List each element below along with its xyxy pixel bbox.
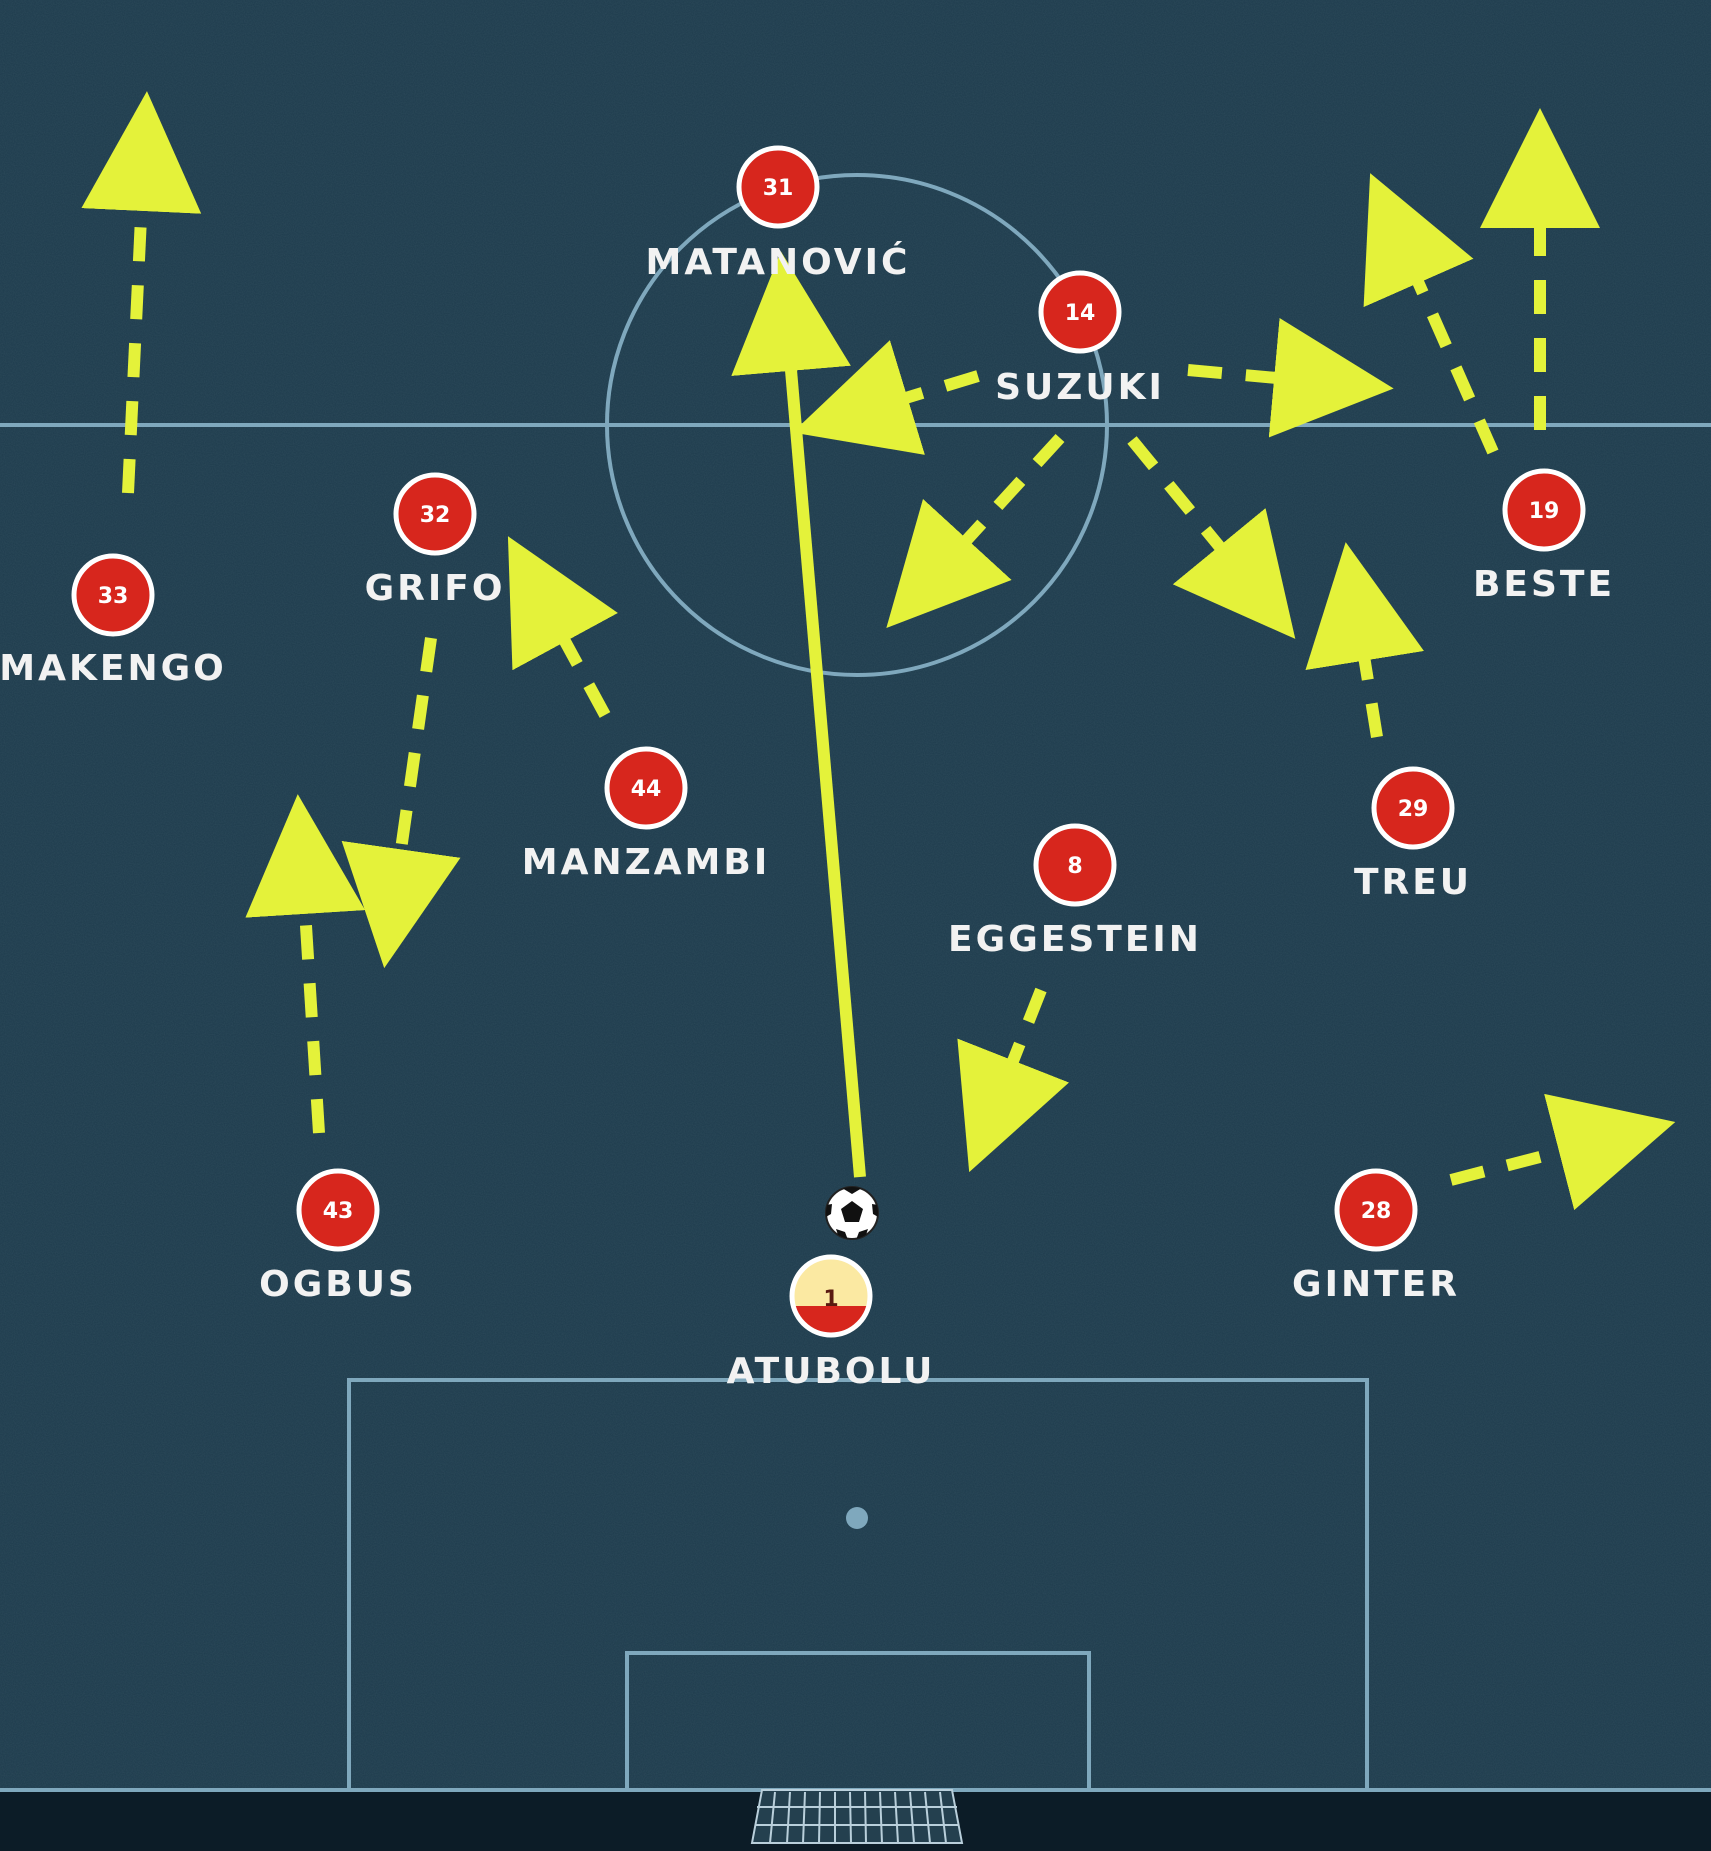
player-name: MATANOVIĆ bbox=[646, 241, 911, 283]
player-name: TREU bbox=[1354, 862, 1472, 903]
player-number: 32 bbox=[420, 503, 451, 528]
beste-run-diagonal-arrow bbox=[1363, 173, 1499, 455]
player-name: GRIFO bbox=[365, 568, 506, 609]
player-name: GINTER bbox=[1292, 1264, 1460, 1305]
player-number: 33 bbox=[98, 584, 129, 609]
player-beste[interactable]: 19 BESTE bbox=[1473, 468, 1615, 605]
soccer-ball-icon bbox=[825, 1186, 879, 1240]
center-circle bbox=[605, 173, 1109, 677]
player-name: EGGESTEIN bbox=[948, 919, 1202, 960]
eggestein-run-arrow bbox=[957, 987, 1070, 1173]
suzuki-run-down-right-arrow bbox=[1127, 436, 1296, 639]
player-makengo[interactable]: 33 MAKENGO bbox=[0, 553, 227, 689]
player-name: BESTE bbox=[1473, 564, 1615, 605]
player-number: 1 bbox=[823, 1287, 838, 1312]
player-name: OGBUS bbox=[259, 1264, 417, 1305]
player-name: ATUBOLU bbox=[727, 1351, 936, 1392]
player-matanovic[interactable]: 31 MATANOVIĆ bbox=[646, 145, 911, 283]
player-name: SUZUKI bbox=[995, 367, 1165, 408]
player-atubolu-goalkeeper[interactable]: 1 ATUBOLU bbox=[727, 1254, 936, 1392]
player-grifo[interactable]: 32 GRIFO bbox=[365, 472, 506, 609]
player-number: 28 bbox=[1361, 1199, 1392, 1224]
player-number: 19 bbox=[1529, 499, 1560, 524]
player-name: MAKENGO bbox=[0, 648, 227, 689]
grifo-run-arrow bbox=[341, 637, 461, 969]
player-manzambi[interactable]: 44 MANZAMBI bbox=[522, 746, 770, 883]
manzambi-run-arrow bbox=[507, 536, 618, 718]
player-number: 43 bbox=[323, 1199, 354, 1224]
penalty-spot bbox=[846, 1507, 868, 1529]
atubolu-pass-arrow bbox=[731, 251, 866, 1178]
player-number: 31 bbox=[763, 176, 794, 201]
player-suzuki[interactable]: 14 SUZUKI bbox=[995, 270, 1165, 408]
suzuki-run-left-arrow bbox=[792, 340, 980, 455]
player-number: 29 bbox=[1398, 797, 1429, 822]
player-number: 8 bbox=[1067, 854, 1082, 879]
player-treu[interactable]: 29 TREU bbox=[1354, 766, 1472, 903]
player-number: 44 bbox=[631, 777, 662, 802]
ogbus-run-arrow bbox=[245, 794, 366, 1134]
player-eggestein[interactable]: 8 EGGESTEIN bbox=[948, 823, 1202, 960]
player-number: 14 bbox=[1065, 301, 1096, 326]
ginter-run-arrow bbox=[1449, 1093, 1676, 1211]
player-ogbus[interactable]: 43 OGBUS bbox=[259, 1168, 417, 1305]
center-spot bbox=[847, 415, 867, 435]
player-ginter[interactable]: 28 GINTER bbox=[1292, 1168, 1460, 1305]
treu-run-arrow bbox=[1305, 542, 1424, 738]
player-name: MANZAMBI bbox=[522, 842, 770, 883]
goal-net bbox=[750, 1789, 964, 1844]
suzuki-run-down-left-arrow bbox=[886, 433, 1065, 629]
makengo-run-arrow bbox=[81, 91, 202, 494]
suzuki-run-right-arrow bbox=[1187, 318, 1394, 438]
movement-arrows bbox=[81, 91, 1676, 1211]
